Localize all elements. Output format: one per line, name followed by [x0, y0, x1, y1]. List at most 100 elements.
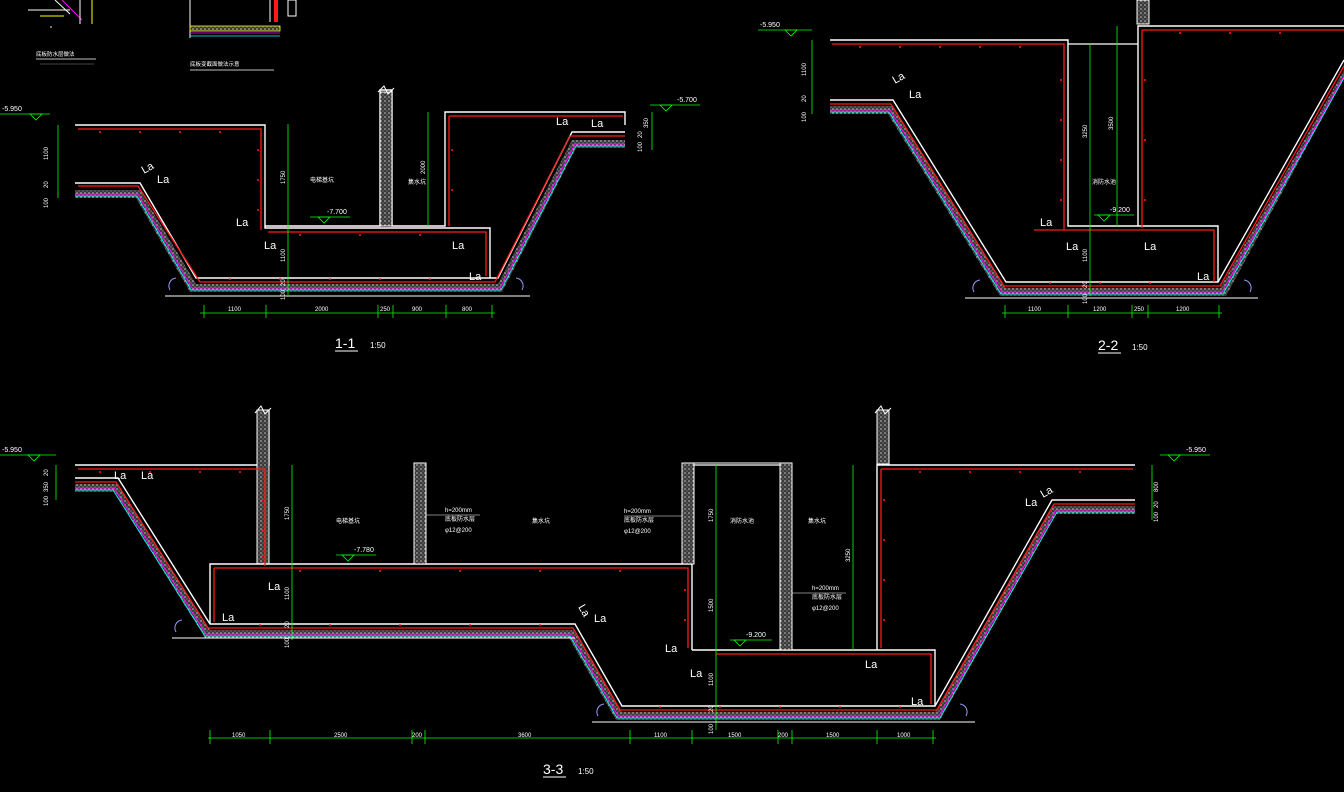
section-1-dim-v-right-2: 100	[638, 141, 644, 152]
section-3-bottom-dim-6: 200	[778, 733, 789, 739]
section-2-dim-v-left-0: 1100	[802, 62, 808, 76]
section-1-dim-v-right-0: 350	[644, 117, 650, 128]
section-2-la-3: La	[1066, 241, 1079, 253]
section-3-dim-20a: 20	[285, 621, 291, 628]
section-3-bottom-dim-0: 1050	[232, 733, 246, 739]
section-1-la-6: La	[556, 116, 569, 128]
section-3-dim-3250: 3250	[846, 548, 852, 562]
section-3-la-9: La	[911, 696, 924, 708]
section-3-elev-mid2: -9.200	[746, 632, 766, 639]
section-2-dim-100: 100	[1083, 293, 1089, 304]
section-1-dim-1750: 1750	[281, 170, 287, 184]
section-1-1: -5.950 -5.700 -7.700 1100 20 100 350 20 …	[0, 85, 700, 352]
section-1-dim-2000: 2000	[421, 160, 427, 174]
section-1-elev-right: -5.700	[677, 97, 697, 104]
section-3-la-5: La	[594, 613, 607, 625]
section-3-la-0: La	[114, 470, 127, 482]
section-1-title: 1-1	[335, 335, 355, 351]
section-3-elev-left: -5.950	[2, 447, 22, 454]
section-3-3: -5.950 -5.950 -7.780 -9.200 20 350 100 8…	[0, 405, 1210, 778]
section-3-dim-1750b: 1750	[709, 508, 715, 522]
section-2-la-0: La	[891, 70, 908, 87]
section-3-la-2: La	[268, 581, 281, 593]
section-3-note-3-line-1: 底板防水层	[812, 593, 842, 601]
section-2-dim-3250: 3250	[1083, 124, 1089, 138]
section-2-room-1: 消防水池	[1092, 178, 1116, 186]
section-3-note-2-line-2: φ12@200	[624, 529, 651, 535]
section-3-note-1-line-2: φ12@200	[445, 528, 472, 534]
section-3-note-2: h=200mm 底板防水层 φ12@200	[624, 509, 682, 535]
section-3-room-2: 集水坑	[532, 517, 550, 525]
detail-2-label: 底板变截面做法示意	[190, 60, 240, 68]
section-3-bottom-dim-5: 1500	[728, 733, 742, 739]
section-2-dim-v-left-1: 20	[802, 95, 808, 102]
section-2-la-4: La	[1144, 241, 1157, 253]
section-3-note-3-line-0: h=200mm	[812, 586, 839, 592]
section-3-note-2-line-1: 底板防水层	[624, 516, 654, 524]
section-1-dim-100: 100	[281, 289, 287, 300]
section-1-dim-20: 20	[281, 279, 287, 286]
section-3-dim-v-right-0: 800	[1154, 481, 1160, 492]
section-1-dim-v-left-2: 100	[44, 197, 50, 208]
detail-1-label: 底板防水层做法	[36, 50, 75, 58]
section-2-la-1: La	[909, 89, 922, 101]
section-1-bottom-dim-3: 900	[412, 307, 423, 313]
section-2-bottom-dim-0: 1100	[1028, 307, 1042, 313]
section-2-scale: 1:50	[1132, 343, 1148, 352]
section-2-wall	[1136, 0, 1150, 25]
section-3-room-1: 电梯基坑	[336, 517, 360, 525]
section-1-elev-left: -5.950	[2, 106, 22, 113]
section-3-la-labels: La La La La La La La La La La La La	[114, 470, 1056, 708]
section-3-outline	[75, 410, 270, 466]
section-1-la-4: La	[452, 240, 465, 252]
section-1-bottom-dim-2: 250	[380, 307, 391, 313]
section-1-ground	[75, 140, 625, 292]
section-2-elev-left: -5.950	[760, 22, 780, 29]
section-3-dim-v-right-1: 20	[1154, 501, 1160, 508]
section-1-la-7: La	[591, 118, 604, 130]
section-1-la-2: La	[236, 217, 249, 229]
section-3-wall-5	[876, 409, 890, 465]
section-3-room-4: 集水坑	[808, 517, 826, 525]
section-3-elev-mid1: -7.780	[354, 547, 374, 554]
section-1-dim-v-right-1: 20	[638, 131, 644, 138]
section-3-note-2-line-0: h=200mm	[624, 509, 651, 515]
section-3-bottom-dim-2: 200	[412, 733, 423, 739]
section-2-la-labels: La La La La La La	[891, 70, 1211, 283]
section-2-elev-mid: -9.200	[1110, 207, 1130, 214]
section-3-elev-right: -5.950	[1186, 447, 1206, 454]
section-3-dim-1500: 1500	[709, 598, 715, 612]
section-2-title: 2-2	[1098, 337, 1118, 353]
svg-text:a: a	[50, 25, 52, 29]
section-3-dim-100b: 100	[709, 723, 715, 734]
detail-2: 底板变截面做法示意	[189, 0, 297, 71]
section-3-note-1-line-1: 底板防水层	[445, 515, 475, 523]
section-1-elev-mid: -7.700	[327, 209, 347, 216]
section-3-la-4: La	[575, 603, 592, 620]
section-3-la-extra: La	[1039, 484, 1056, 501]
section-3-wall-3	[681, 462, 695, 565]
section-3-note-1: h=200mm 底板防水层 φ12@200	[426, 508, 480, 534]
section-3-wall-4	[779, 462, 793, 651]
section-3-la-8: La	[865, 659, 878, 671]
section-1-room-1: 电梯基坑	[310, 176, 334, 184]
section-1-scale: 1:50	[370, 341, 386, 350]
section-3-la-3: La	[222, 612, 235, 624]
section-3-wall-2	[413, 462, 427, 565]
section-3-note-3-line-2: φ12@200	[812, 606, 839, 612]
section-1-bottom-dim-0: 1100	[228, 307, 242, 313]
section-3-la-1: La	[141, 470, 154, 482]
section-3-bottom-dim-8: 1000	[897, 733, 911, 739]
section-3-dim-1750a: 1750	[285, 506, 291, 520]
section-3-bottom-dim-4: 1100	[654, 733, 668, 739]
section-2-bottom-dim-2: 250	[1134, 307, 1145, 313]
section-1-rebar-top	[78, 128, 262, 230]
section-2-dim-1100: 1100	[1083, 248, 1089, 262]
section-2-bottom-dim-3: 1200	[1176, 307, 1190, 313]
section-1-la-5: La	[469, 271, 482, 283]
section-1-room-2: 集水坑	[408, 178, 426, 186]
section-2-la-2: La	[1040, 217, 1053, 229]
section-3-bottom-dim-3: 3600	[518, 733, 532, 739]
section-1-dim-v-left-0: 1100	[44, 146, 50, 160]
